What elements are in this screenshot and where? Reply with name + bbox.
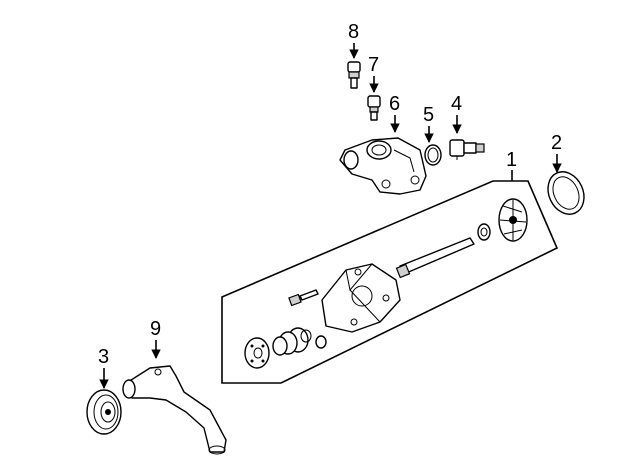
temperature-sensor [449, 139, 485, 160]
o-ring [424, 144, 442, 166]
callout-3: 3 [98, 346, 109, 368]
water-outlet-pipe [122, 365, 227, 455]
thermostat-housing [339, 137, 427, 195]
housing-bolt [288, 289, 319, 307]
pulley [86, 389, 122, 435]
callout-5: 5 [423, 104, 434, 126]
coolant-sensor [367, 95, 381, 121]
callout-4: 4 [451, 93, 462, 115]
callout-6: 6 [389, 93, 400, 115]
callout-8: 8 [348, 21, 359, 43]
pump-flange [244, 337, 270, 369]
pump-housing [321, 263, 401, 333]
bearing-spring [272, 327, 312, 356]
assembly-boundary [221, 180, 559, 384]
gasket-ring [547, 171, 585, 215]
pump-impeller [498, 198, 528, 242]
pump-seal [477, 223, 491, 241]
small-washer [315, 335, 327, 349]
temperature-switch [347, 61, 361, 89]
pump-shaft [395, 237, 475, 279]
callout-9: 9 [150, 318, 161, 340]
callout-2: 2 [551, 132, 562, 154]
callout-7: 7 [368, 54, 379, 76]
callout-1: 1 [506, 149, 517, 171]
